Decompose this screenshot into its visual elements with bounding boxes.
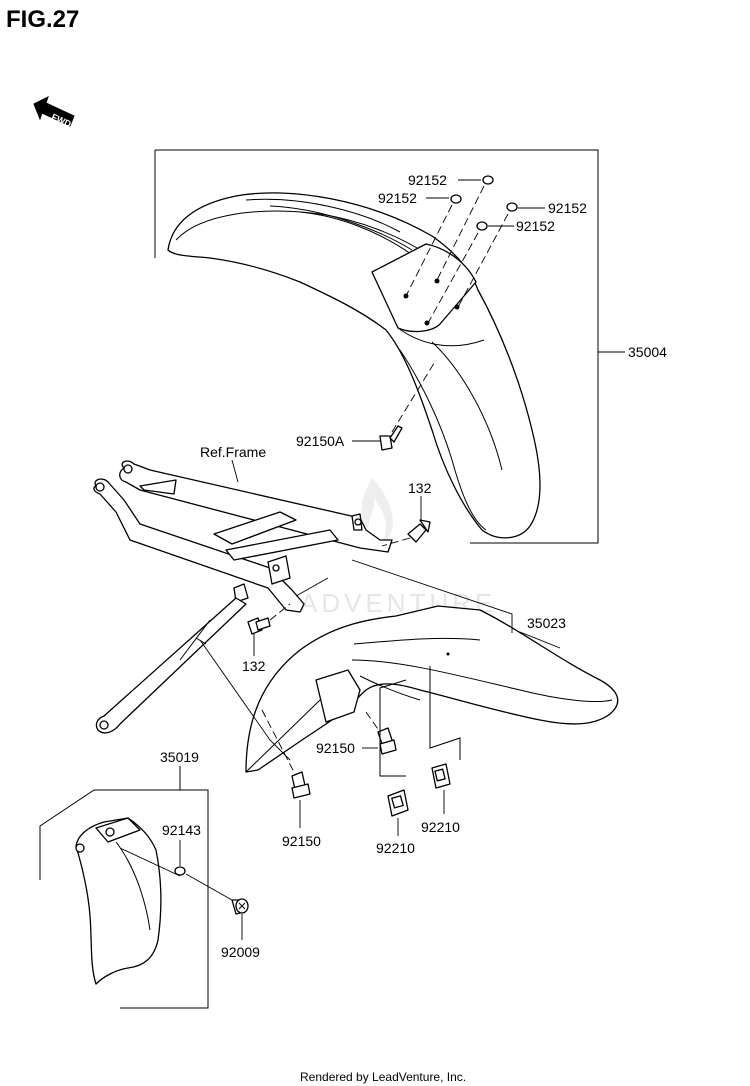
bolt-92150a — [352, 359, 437, 451]
rear-fender-leader — [519, 631, 561, 649]
fwd-arrow-icon: FWD — [33, 96, 75, 129]
washer-92152-1-callout: 92152 — [408, 172, 447, 188]
front-fender — [167, 192, 541, 539]
rear-fender-callout: 35023 — [527, 615, 566, 631]
nut-92210-left-callout: 92210 — [376, 840, 415, 856]
washer-92143-callout: 92143 — [162, 822, 201, 838]
bolt-92150-upper — [362, 711, 397, 755]
bolt-132-upper-callout: 132 — [408, 480, 432, 496]
rear-fender-outline-leader — [295, 559, 513, 633]
frame-ref-leader — [231, 459, 239, 483]
bolt-132-upper — [381, 496, 431, 547]
washer-92152-4-callout: 92152 — [516, 218, 555, 234]
leadventure-flame-watermark-icon — [361, 478, 393, 546]
nut-92210-left — [379, 679, 409, 836]
washer-92143 — [174, 840, 233, 901]
nut-92210-right — [429, 666, 461, 814]
subframe — [93, 460, 393, 734]
frame-fender-link-leader — [199, 639, 291, 761]
front-fender-callout: 35004 — [628, 344, 667, 360]
frame-ref-callout: Ref.Frame — [200, 444, 266, 460]
washer-92152-4 — [427, 221, 514, 324]
mud-flap-callout: 35019 — [160, 749, 199, 765]
bolt-132-lower-callout: 132 — [242, 658, 266, 674]
bolt-92150-upper-callout: 92150 — [316, 740, 355, 756]
mud-flap-washer-link — [119, 847, 181, 877]
rear-fender — [245, 605, 619, 773]
front-fender-group-box — [154, 149, 599, 544]
washer-92152-2 — [405, 194, 462, 297]
washer-92152-3-callout: 92152 — [548, 200, 587, 216]
bolt-92150-lower-callout: 92150 — [282, 833, 321, 849]
bolt-132-lower — [247, 603, 291, 656]
nut-92210-right-callout: 92210 — [421, 819, 460, 835]
bolt-92150a-callout: 92150A — [296, 433, 345, 449]
washer-92152-2-callout: 92152 — [378, 190, 417, 206]
footer-credit: Rendered by LeadVenture, Inc. — [300, 1070, 466, 1084]
mud-flap — [75, 817, 162, 985]
washer-92152-3 — [457, 202, 545, 308]
washer-92152-1 — [435, 175, 494, 283]
figure-title: FIG.27 — [6, 6, 79, 33]
screw-92009-callout: 92009 — [221, 944, 260, 960]
bolt-92150-lower — [261, 709, 311, 828]
screw-92009 — [231, 898, 249, 940]
mud-flap-group-box — [39, 766, 209, 1009]
